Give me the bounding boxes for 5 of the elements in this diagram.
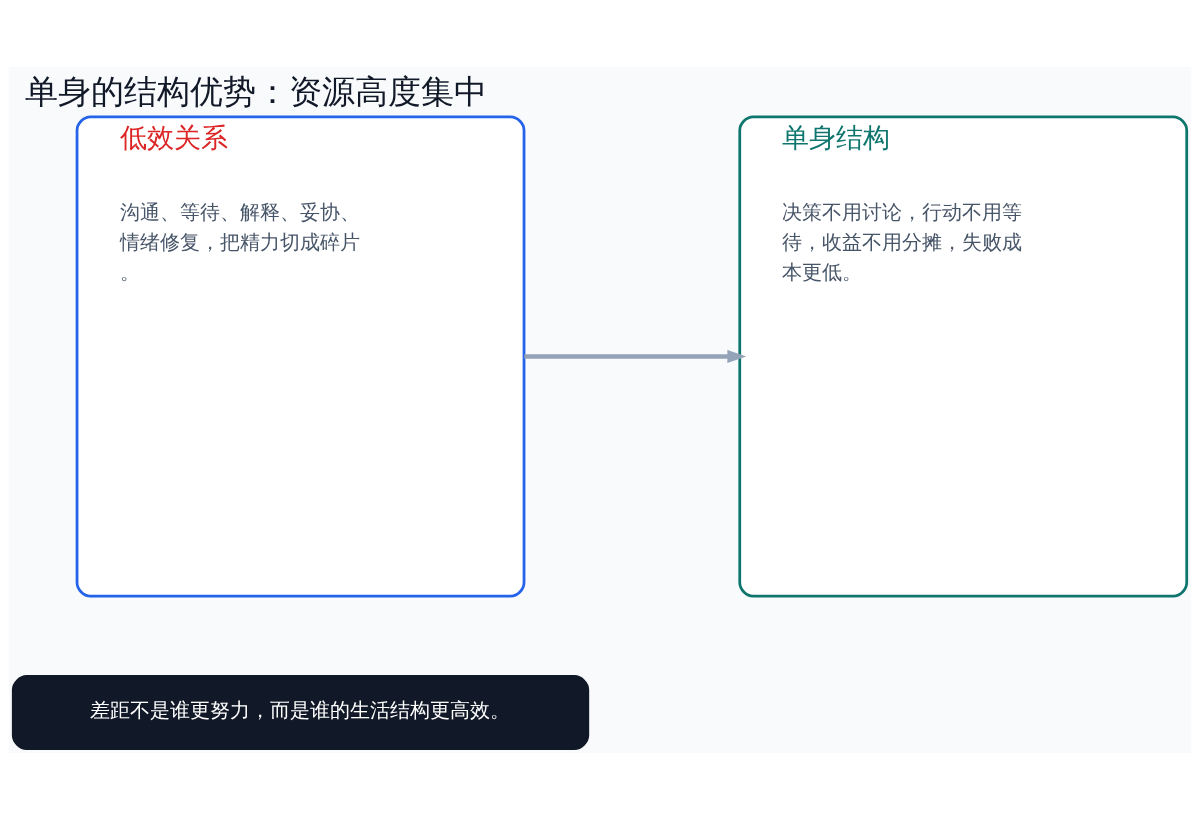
diagram-title: 单身的结构优势：资源高度集中 (24, 71, 487, 111)
arrow (524, 349, 747, 364)
node-box: 单身结构 决策不用讨论，行动不用等待，收益不用分摊，失败成本更低。 (738, 115, 1189, 598)
node-box: 低效关系 沟通、等待、解释、妥协、情绪修复，把精力切成碎片。 (75, 115, 526, 598)
node-box: 差距不是谁更努力，而是谁的生活结构更高效。 (11, 675, 590, 750)
